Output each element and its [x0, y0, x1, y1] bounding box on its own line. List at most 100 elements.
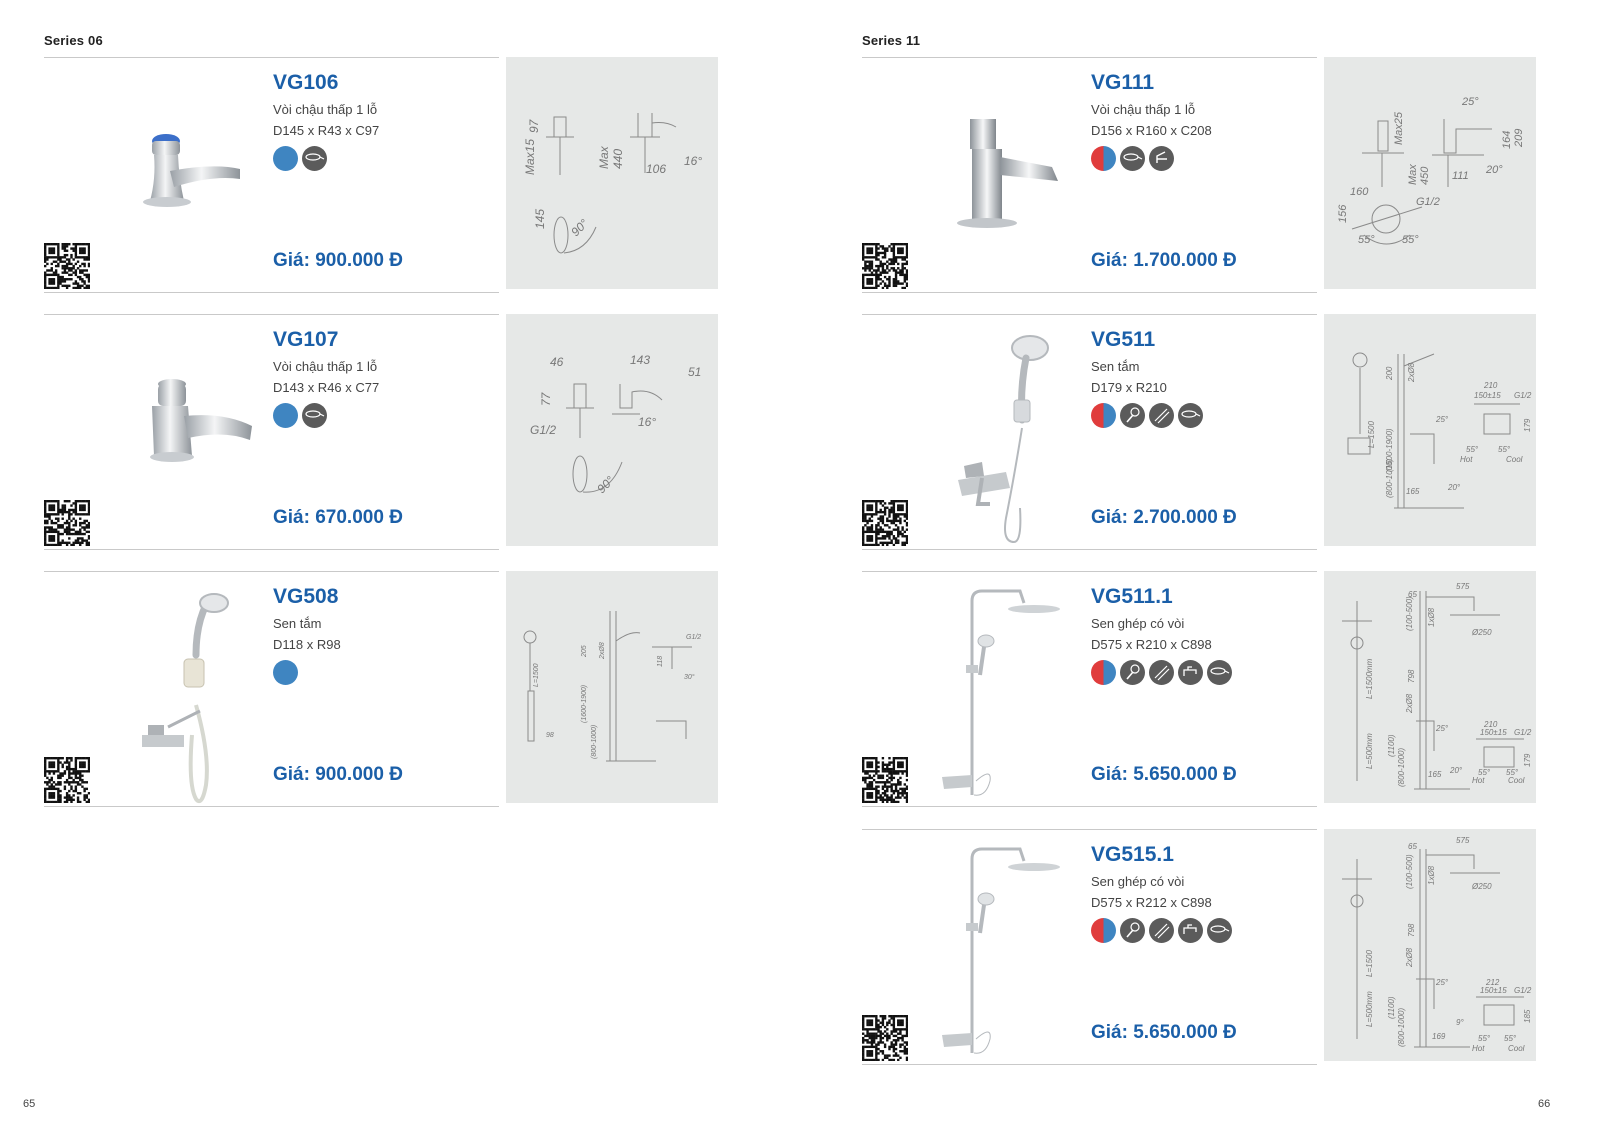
qr-module — [905, 1058, 909, 1062]
qr-module — [79, 778, 82, 782]
qr-module — [76, 783, 80, 786]
qr-module — [892, 1039, 896, 1042]
qr-module — [888, 284, 891, 288]
qr-module — [870, 1054, 874, 1057]
qr-module — [57, 524, 60, 527]
qr-module — [50, 785, 53, 788]
qr-module — [59, 260, 62, 263]
qr-module — [877, 253, 880, 257]
divider — [44, 292, 499, 293]
qr-module — [866, 800, 869, 804]
qr-module — [57, 504, 60, 507]
product-card-vg111[interactable]: VG111 Vòi chậu thấp 1 lỗ D156 x R160 x C… — [862, 57, 1542, 293]
qr-module — [881, 286, 885, 290]
qr-module — [63, 256, 67, 259]
qr-module — [52, 247, 56, 250]
qr-module — [881, 1017, 885, 1020]
qr-module — [905, 243, 909, 246]
qr-module — [65, 530, 69, 534]
qr-module — [48, 286, 51, 290]
qr-module — [905, 273, 909, 277]
qr-module — [870, 249, 874, 252]
qr-module — [868, 774, 871, 777]
qr-module — [905, 541, 909, 545]
qr-module — [870, 271, 874, 274]
qr-module — [888, 1034, 891, 1038]
qr-module — [897, 271, 900, 274]
qr-module — [868, 282, 871, 285]
qr-module — [905, 278, 909, 281]
qr-module — [901, 761, 904, 764]
qr-module — [866, 280, 869, 283]
qr-code[interactable] — [44, 243, 91, 290]
dim-label: L=500mm — [1365, 733, 1374, 769]
qr-module — [50, 521, 53, 525]
qr-module — [81, 251, 84, 255]
qr-code[interactable] — [44, 500, 91, 547]
qr-module — [875, 767, 878, 771]
qr-module — [905, 1021, 909, 1024]
qr-module — [903, 757, 907, 760]
qr-module — [892, 1015, 896, 1018]
qr-module — [868, 763, 871, 766]
dim-label: (100-500) — [1405, 596, 1414, 631]
qr-module — [905, 767, 909, 771]
qr-module — [877, 267, 880, 270]
qr-module — [76, 532, 80, 536]
qr-module — [866, 1054, 869, 1057]
qr-code[interactable] — [862, 500, 909, 547]
qr-module — [888, 502, 891, 505]
qr-module — [905, 1015, 909, 1018]
product-card-vg106[interactable]: VG106 Vòi chậu thấp 1 lỗ D145 x R43 x C9… — [44, 57, 724, 293]
qr-module — [87, 275, 91, 279]
qr-code[interactable] — [862, 757, 909, 804]
product-card-vg511[interactable]: VG511 Sen tắm D179 x R210 Giá: 2.700.000… — [862, 314, 1542, 550]
hand-shower-icon — [1120, 918, 1145, 943]
qr-module — [87, 530, 91, 534]
product-card-vg515-1[interactable]: VG515.1 Sen ghép có vòi D575 x R212 x C8… — [862, 829, 1542, 1065]
qr-module — [894, 1054, 898, 1057]
qr-module — [877, 1041, 880, 1044]
dim-label: 440 — [611, 149, 625, 169]
qr-module — [87, 543, 91, 547]
qr-module — [868, 1028, 871, 1031]
qr-module — [883, 1054, 887, 1057]
qr-module — [903, 541, 907, 545]
qr-module — [892, 767, 896, 771]
qr-module — [59, 541, 62, 545]
product-card-vg511-1[interactable]: VG511.1 Sen ghép có vòi D575 x R210 x C8… — [862, 571, 1542, 807]
feature-icons — [1091, 146, 1311, 171]
qr-module — [897, 526, 900, 529]
qr-module — [868, 280, 871, 283]
dim-label: G1/2 — [1514, 391, 1532, 400]
qr-module — [894, 783, 898, 786]
dim-label: 1xØ8 — [1427, 865, 1436, 885]
qr-module — [46, 757, 49, 760]
qr-module — [881, 535, 885, 538]
qr-module — [50, 783, 53, 786]
qr-module — [892, 763, 896, 766]
feature-icons — [1091, 403, 1311, 428]
qr-module — [899, 521, 902, 525]
product-card-vg107[interactable]: VG107 Vòi chậu thấp 1 lỗ D143 x R46 x C7… — [44, 314, 724, 550]
dim-label: Hot — [1460, 455, 1473, 464]
qr-module — [79, 770, 82, 773]
qr-module — [903, 783, 907, 786]
product-card-vg508[interactable]: VG508 Sen tắm D118 x R98 Giá: 900.000 Đ … — [44, 571, 724, 807]
qr-module — [76, 541, 80, 545]
qr-module — [79, 243, 82, 246]
qr-code[interactable] — [862, 243, 909, 290]
qr-module — [70, 519, 73, 523]
qr-module — [901, 286, 904, 290]
qr-module — [50, 251, 53, 255]
qr-module — [862, 767, 865, 771]
qr-module — [59, 800, 62, 804]
qr-module — [68, 262, 71, 266]
dim-label: 212 — [1485, 978, 1500, 987]
qr-module — [881, 757, 885, 760]
qr-module — [868, 504, 871, 507]
qr-code[interactable] — [44, 757, 91, 804]
qr-module — [83, 528, 86, 531]
qr-module — [48, 535, 51, 538]
qr-code[interactable] — [862, 1015, 909, 1062]
